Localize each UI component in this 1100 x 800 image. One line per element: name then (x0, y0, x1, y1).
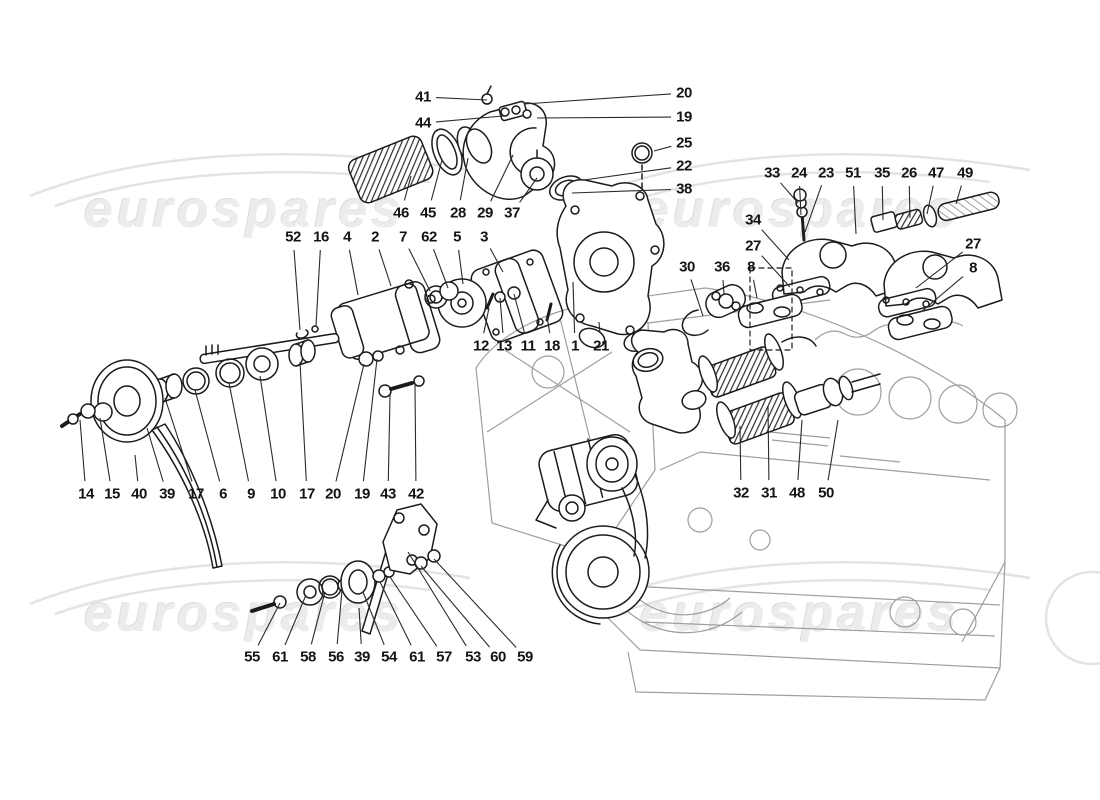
compressor-and-crank-pulley-drawing (535, 433, 650, 625)
pulley-and-belt-drawing (60, 359, 223, 569)
watermark-text: eurospares (84, 181, 405, 239)
callout-leader-lines (79, 93, 964, 648)
thermostat-and-hose-assembly (347, 85, 653, 253)
exploded-parts-drawing (60, 85, 1003, 635)
pump-body-and-shaft-drawing (151, 279, 441, 404)
coolant-manifolds-drawing (681, 188, 1003, 351)
tensioner-bracket-assembly-drawing (250, 503, 441, 635)
water-pump-housing-drawing (556, 179, 665, 352)
pump-gaskets-and-impeller-drawing (424, 249, 564, 343)
water-pipes-and-hoses-drawing (630, 328, 881, 445)
